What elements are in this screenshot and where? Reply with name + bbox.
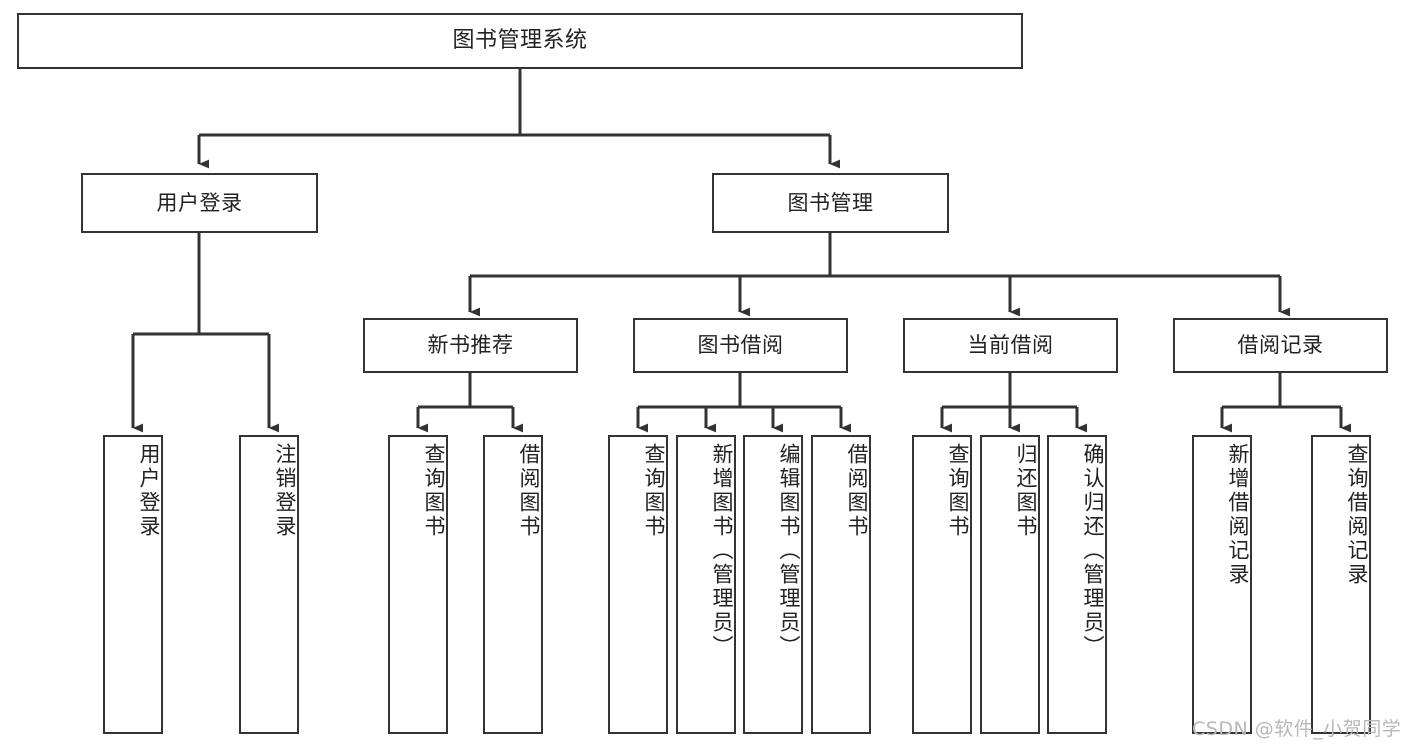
node-leaf-user-logout[interactable]: 注销登录 (239, 435, 299, 734)
node-leaf-record-search[interactable]: 查询借阅记录 (1311, 435, 1371, 734)
node-leaf-borrow-add-book-label: 新增图书（管理员） (710, 443, 734, 659)
node-book-manage[interactable]: 图书管理 (712, 173, 949, 233)
node-leaf-current-confirm-return[interactable]: 确认归还（管理员） (1047, 435, 1107, 734)
node-leaf-borrow-edit-book[interactable]: 编辑图书（管理员） (743, 435, 803, 734)
node-leaf-user-login-label: 用户登录 (137, 443, 161, 539)
node-leaf-borrow-search[interactable]: 查询图书 (608, 435, 668, 734)
node-leaf-newbook-search-label: 查询图书 (422, 443, 446, 539)
node-leaf-newbook-borrow-label: 借阅图书 (517, 443, 541, 539)
node-new-book-recommend[interactable]: 新书推荐 (363, 318, 578, 373)
node-current-borrow[interactable]: 当前借阅 (903, 318, 1118, 373)
node-leaf-borrow-search-label: 查询图书 (642, 443, 666, 539)
node-leaf-borrow-add-book[interactable]: 新增图书（管理员） (676, 435, 736, 734)
node-root-system-label: 图书管理系统 (452, 28, 588, 54)
node-leaf-borrow-borrow-book-label: 借阅图书 (845, 443, 869, 539)
node-leaf-user-login[interactable]: 用户登录 (103, 435, 163, 734)
node-leaf-current-confirm-return-label: 确认归还（管理员） (1081, 443, 1105, 659)
node-book-borrow[interactable]: 图书借阅 (633, 318, 848, 373)
node-new-book-recommend-label: 新书推荐 (427, 333, 514, 358)
node-book-borrow-label: 图书借阅 (697, 333, 784, 358)
node-leaf-record-search-label: 查询借阅记录 (1345, 443, 1369, 587)
node-leaf-user-logout-label: 注销登录 (273, 443, 297, 539)
node-book-manage-label: 图书管理 (787, 190, 874, 215)
node-current-borrow-label: 当前借阅 (967, 333, 1054, 358)
node-leaf-newbook-search[interactable]: 查询图书 (388, 435, 448, 734)
node-borrow-record-label: 借阅记录 (1237, 333, 1324, 358)
node-leaf-record-add-label: 新增借阅记录 (1226, 443, 1250, 587)
node-leaf-current-search[interactable]: 查询图书 (912, 435, 972, 734)
node-borrow-record[interactable]: 借阅记录 (1173, 318, 1388, 373)
node-leaf-current-search-label: 查询图书 (946, 443, 970, 539)
node-leaf-newbook-borrow[interactable]: 借阅图书 (483, 435, 543, 734)
node-leaf-borrow-borrow-book[interactable]: 借阅图书 (811, 435, 871, 734)
node-user-login-label: 用户登录 (156, 190, 243, 215)
node-leaf-borrow-edit-book-label: 编辑图书（管理员） (777, 443, 801, 659)
node-leaf-current-return-label: 归还图书 (1014, 443, 1038, 539)
node-user-login[interactable]: 用户登录 (81, 173, 318, 233)
node-root-system[interactable]: 图书管理系统 (17, 13, 1023, 69)
node-leaf-record-add[interactable]: 新增借阅记录 (1192, 435, 1252, 734)
node-leaf-current-return[interactable]: 归还图书 (980, 435, 1040, 734)
